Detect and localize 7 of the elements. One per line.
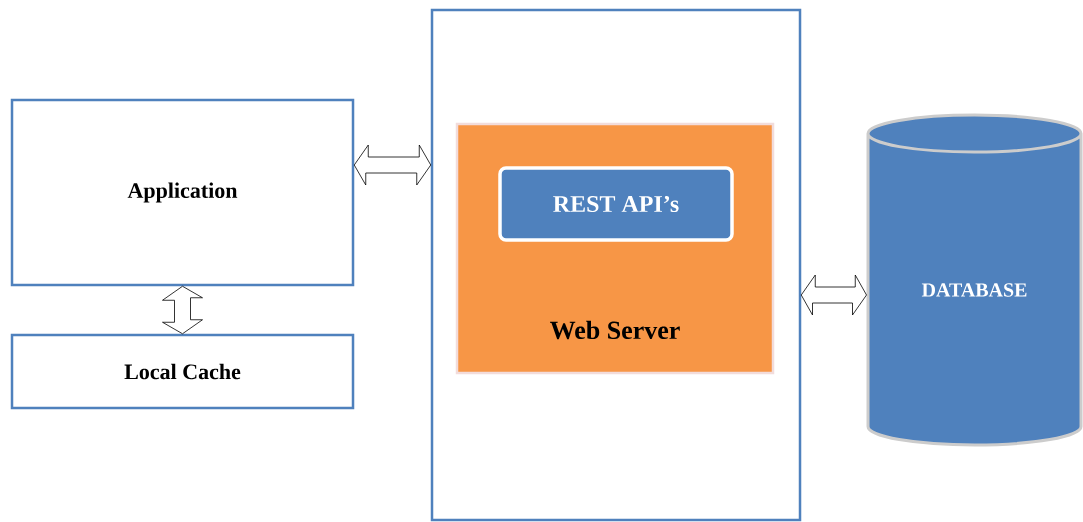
process-box: Application: [10, 98, 355, 287]
double-arrow: [162, 285, 203, 335]
process-box: Local Cache: [10, 333, 355, 410]
double-arrow: [353, 144, 432, 186]
database-cylinder: DATABASE: [866, 113, 1083, 447]
api-box: REST API’s: [498, 166, 734, 242]
double-arrow: [800, 274, 867, 316]
